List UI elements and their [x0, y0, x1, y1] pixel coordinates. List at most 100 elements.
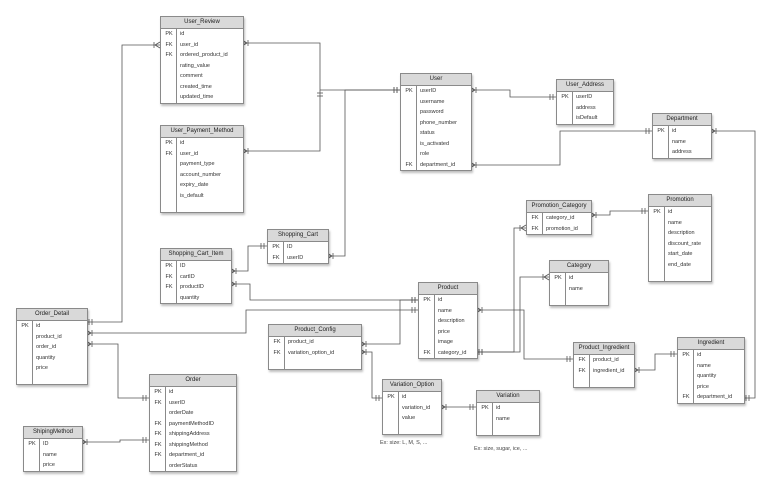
key-marker: PK	[387, 394, 395, 400]
field-name: category_id	[546, 215, 575, 221]
field-name: product_id	[36, 333, 62, 340]
field-row	[269, 358, 361, 369]
field-row: product_id	[17, 332, 87, 343]
field-row: discount_rate	[649, 239, 711, 250]
entity-title: Order_Detail	[17, 309, 87, 321]
key-marker: FK	[154, 441, 162, 448]
field-name: shippingMethod	[169, 441, 208, 448]
field-name: description	[438, 318, 465, 324]
field-row: is_activated	[401, 139, 471, 150]
field-row: username	[401, 97, 471, 108]
field-name: expiry_date	[180, 182, 209, 188]
field-row: price	[17, 363, 87, 374]
field-name: id	[668, 209, 673, 215]
entity-title: User	[401, 74, 471, 86]
field-row: name	[419, 306, 477, 317]
field-row: name	[678, 361, 744, 372]
field-row	[161, 201, 243, 212]
variation-option-note: Ex: size: L, M, S, ...	[380, 440, 428, 446]
field-name: userID	[576, 94, 593, 100]
entity-title: Department	[653, 114, 711, 126]
relation-line	[476, 276, 549, 353]
field-row: quantity	[678, 371, 744, 382]
field-row: start_date	[649, 249, 711, 260]
field-row: isDefault	[557, 113, 613, 124]
key-marker: PK	[21, 323, 29, 329]
one-marker	[317, 92, 323, 97]
field-row: PK id	[383, 392, 441, 403]
key-marker: FK	[578, 357, 586, 363]
crow-foot-marker	[519, 224, 527, 232]
entity-title: Promotion	[649, 195, 711, 207]
field-row: updated_time	[161, 92, 243, 103]
one-marker	[745, 395, 750, 401]
field-name: department_id	[169, 452, 205, 458]
relation-line	[230, 245, 267, 272]
key-marker: FK	[165, 273, 173, 280]
key-marker: FK	[273, 349, 281, 356]
field-row: price	[24, 460, 82, 471]
field-name: variation_option_id	[288, 349, 335, 356]
field-name: userID	[287, 254, 304, 261]
field-name: id	[402, 394, 407, 400]
entity-title: Variation	[477, 391, 539, 403]
one-marker	[566, 356, 571, 362]
field-row: created_time	[161, 82, 243, 93]
key-marker: FK	[154, 420, 162, 427]
one-marker	[411, 307, 416, 313]
field-name: userID	[420, 88, 437, 94]
field-name: created_time	[180, 83, 212, 90]
one-marker	[393, 87, 398, 93]
field-row: phone_number	[401, 118, 471, 129]
field-name: rating_value	[180, 62, 210, 69]
field-name: name	[496, 415, 510, 422]
entity-title: ShipingMethod	[24, 427, 82, 439]
key-marker: FK	[154, 431, 162, 437]
field-name: userID	[169, 399, 186, 406]
entity-title: Shopping_Cart_Item	[161, 249, 231, 261]
field-name: quantity	[180, 294, 200, 301]
field-row: name	[649, 218, 711, 229]
relation-line	[633, 353, 677, 371]
field-name: quantity	[36, 354, 56, 361]
one-marker	[641, 208, 646, 214]
field-name: comment	[180, 73, 203, 79]
one-marker	[411, 297, 416, 303]
field-name: category_id	[438, 349, 467, 356]
field-name: order_id	[36, 344, 57, 350]
key-marker: PK	[657, 128, 665, 134]
one-marker	[645, 128, 650, 134]
field-row: payment_type	[161, 159, 243, 170]
